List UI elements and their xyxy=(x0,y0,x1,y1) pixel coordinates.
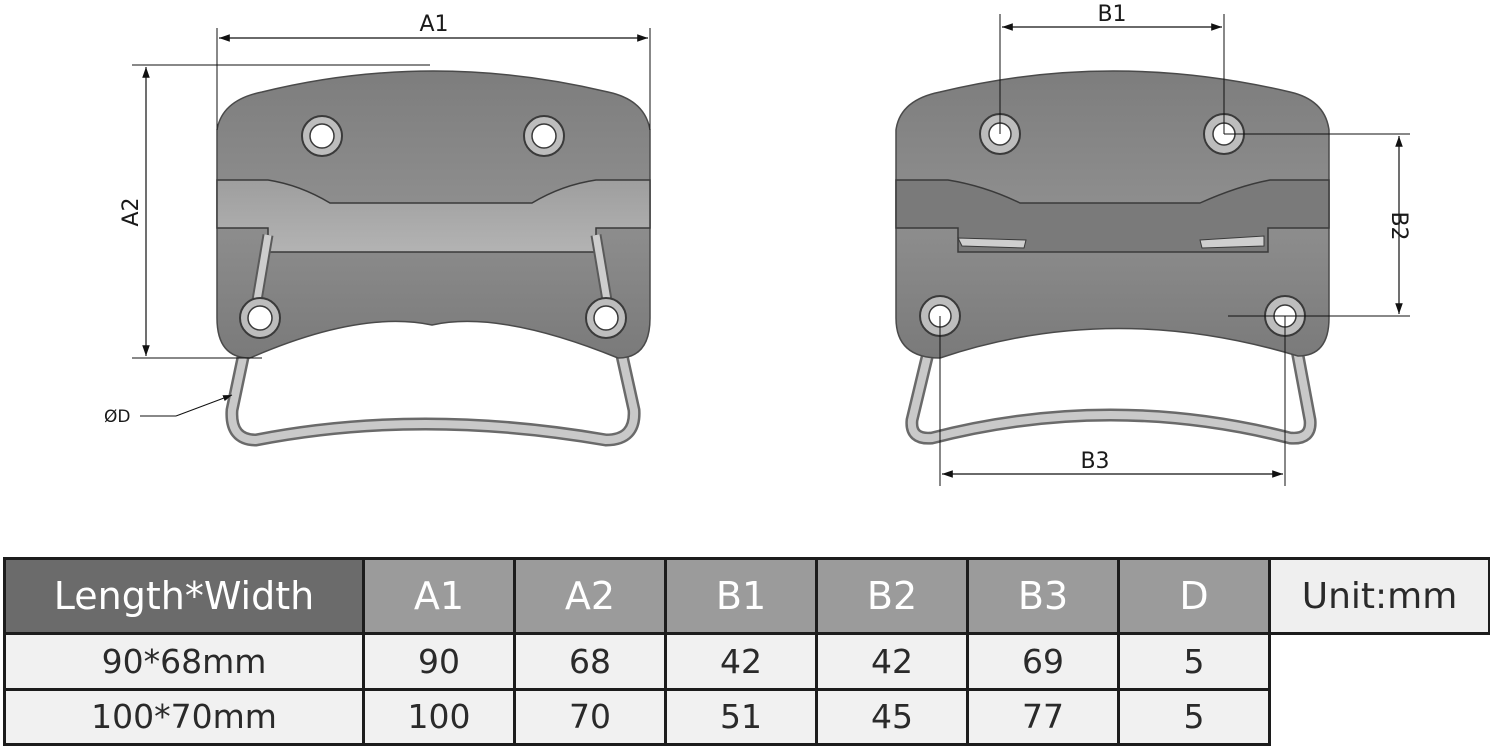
header-b3: B3 xyxy=(966,557,1120,635)
dimension-diameter: ØD xyxy=(104,394,233,427)
right-groove xyxy=(895,179,1330,253)
table-cell: 45 xyxy=(815,687,969,746)
table-header-row: Length*Width A1 A2 B1 B2 B3 D Unit:mm xyxy=(3,557,1490,635)
right-view-handle xyxy=(895,70,1330,445)
table-row: 100*70mm 100 70 51 45 77 5 xyxy=(3,687,1490,746)
label-a1: A1 xyxy=(419,12,448,37)
table-cell: 68 xyxy=(513,632,667,691)
label-b3: B3 xyxy=(1080,449,1109,474)
dimension-b2: B2 xyxy=(1224,133,1411,317)
left-mount-hole xyxy=(585,297,627,339)
table-cell: 100*70mm xyxy=(3,687,365,746)
table-cell: 100 xyxy=(362,687,516,746)
table-cell: 77 xyxy=(966,687,1120,746)
header-b1: B1 xyxy=(664,557,818,635)
left-mount-hole xyxy=(523,115,565,157)
unit-label: Unit:mm xyxy=(1268,557,1490,635)
table-cell: 90*68mm xyxy=(3,632,365,691)
table-cell: 42 xyxy=(664,632,818,691)
table-cell: 51 xyxy=(664,687,818,746)
left-mount-hole xyxy=(239,297,281,339)
dimension-b3: B3 xyxy=(939,316,1286,486)
header-d: D xyxy=(1117,557,1271,635)
table-cell: 42 xyxy=(815,632,969,691)
right-wire-handle xyxy=(905,343,1317,445)
table-cell: 5 xyxy=(1117,632,1271,691)
table-cell: 70 xyxy=(513,687,667,746)
table-row: 90*68mm 90 68 42 42 69 5 xyxy=(3,632,1490,691)
spec-table: Length*Width A1 A2 B1 B2 B3 D Unit:mm 90… xyxy=(3,557,1490,746)
left-groove xyxy=(216,179,651,253)
table-cell: 5 xyxy=(1117,687,1271,746)
table-cell: 90 xyxy=(362,632,516,691)
left-mount-hole xyxy=(301,115,343,157)
label-diameter: ØD xyxy=(104,407,130,427)
label-a2: A2 xyxy=(119,197,144,226)
technical-drawing: A1 A2 ØD xyxy=(104,2,1411,486)
header-length-width: Length*Width xyxy=(3,557,365,635)
header-a2: A2 xyxy=(513,557,667,635)
dimension-a2: A2 xyxy=(119,64,430,359)
header-a1: A1 xyxy=(362,557,516,635)
table-cell: 69 xyxy=(966,632,1120,691)
header-b2: B2 xyxy=(815,557,969,635)
dimension-b1: B1 xyxy=(999,2,1225,134)
label-b2: B2 xyxy=(1386,211,1411,240)
left-view-handle xyxy=(216,70,651,447)
label-b1: B1 xyxy=(1097,2,1126,27)
dimension-a1: A1 xyxy=(216,12,651,130)
